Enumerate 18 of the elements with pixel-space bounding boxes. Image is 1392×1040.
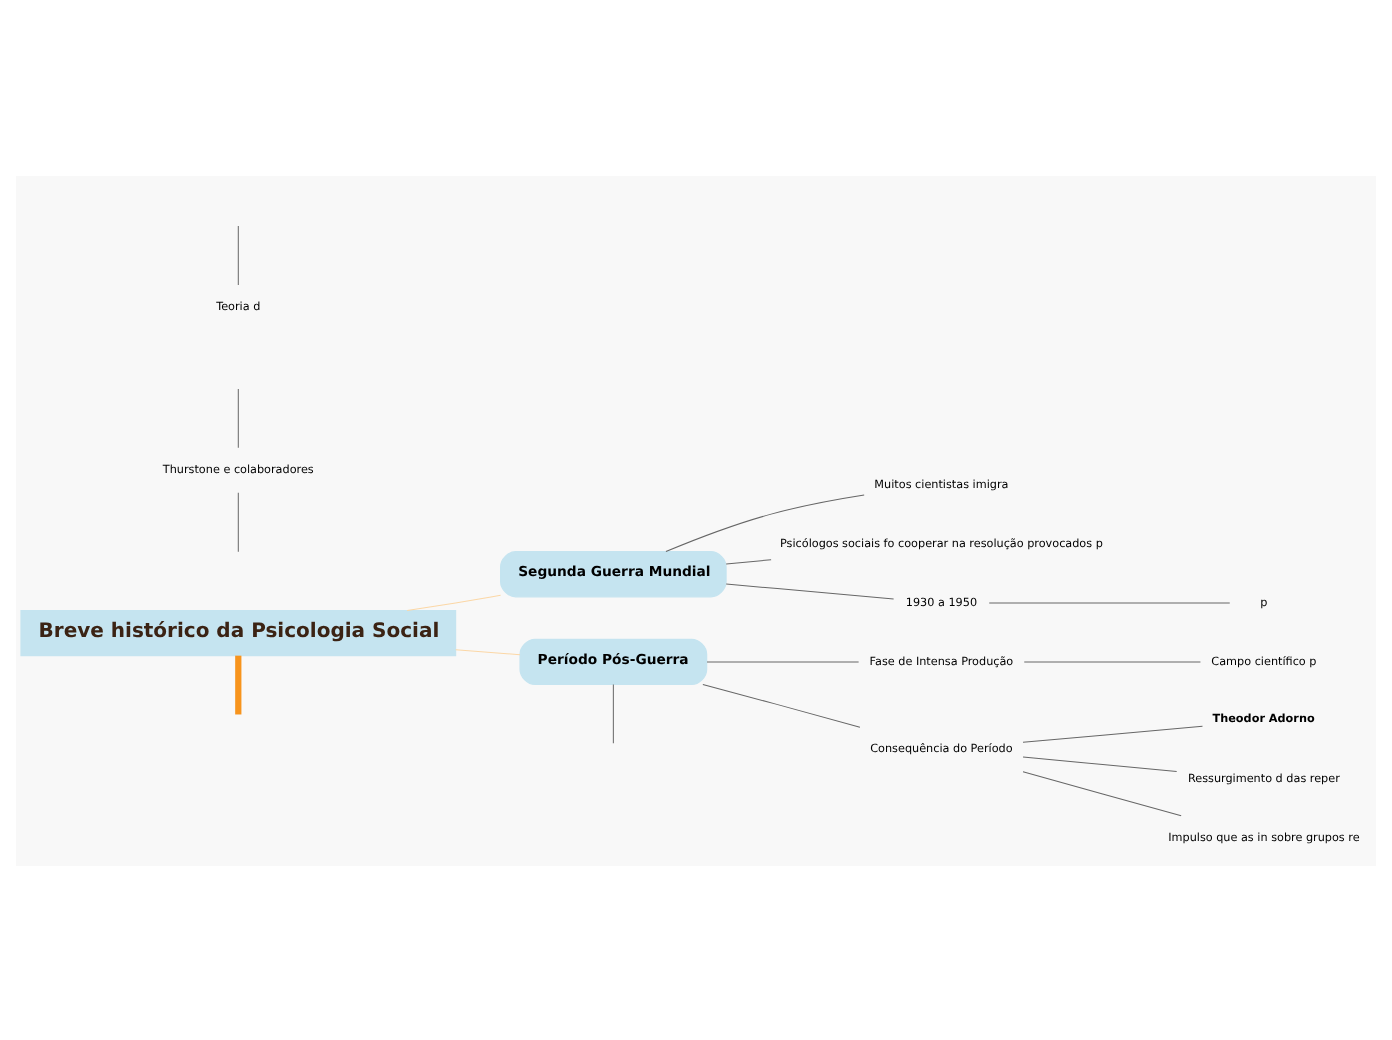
connector [237,387,239,448]
connector [1022,724,1203,742]
connector [406,593,502,610]
connector [235,654,242,714]
connector [612,682,614,743]
connector [702,683,861,727]
connector [237,491,239,552]
connector [1022,755,1178,771]
connector [237,224,239,285]
connector [455,648,521,655]
connector [988,601,1231,603]
connector [725,582,895,599]
connector [1022,770,1182,816]
node-box: Breve histórico da Psicologia Social [20,608,457,656]
connector [706,660,860,662]
connector [1023,660,1201,662]
connector [725,558,772,564]
connector [665,493,865,552]
